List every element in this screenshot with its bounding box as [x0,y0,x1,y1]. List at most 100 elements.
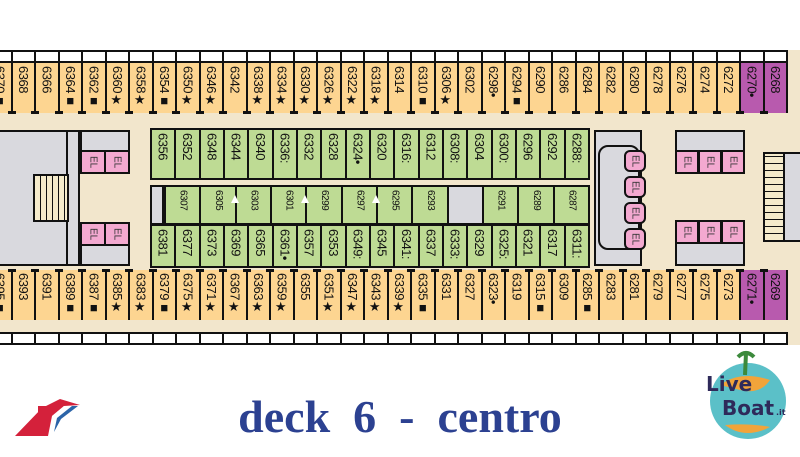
cabin-6290[interactable]: 6290 [527,63,553,113]
cabin-6375[interactable]: 6375★ [175,270,201,320]
cabin-6352[interactable]: 6352 [174,128,201,180]
cabin-6365[interactable]: 6365 [247,224,274,268]
cabin-6322[interactable]: 6322★ [339,63,365,113]
cabin-6284[interactable]: 6284 [574,63,600,113]
cabin-6341[interactable]: 6341: [393,224,420,268]
cabin-6303[interactable]: 6303 [234,185,272,225]
cabin-6316[interactable]: 6316: [393,128,420,180]
cabin-6361[interactable]: 6361• [271,224,298,268]
cabin-6353[interactable]: 6353 [320,224,347,268]
cabin-6295[interactable]: 6295 [376,185,414,225]
cabin-6323[interactable]: 6323• [480,270,506,320]
cabin-6383[interactable]: 6383★ [128,270,154,320]
cabin-6337[interactable]: 6337 [417,224,444,268]
cabin-6347[interactable]: 6347★ [339,270,365,320]
cabin-6373[interactable]: 6373 [198,224,225,268]
cabin-6333[interactable]: 6333: [442,224,469,268]
cabin-6325[interactable]: 6325: [490,224,517,268]
cabin-6276[interactable]: 6276 [668,63,694,113]
cabin-6334[interactable]: 6334★ [269,63,295,113]
cabin-6309[interactable]: 6309 [551,270,577,320]
cabin-6300[interactable]: 6300: [490,128,517,180]
cabin-6369[interactable]: 6369 [223,224,250,268]
cabin-6339[interactable]: 6339★ [386,270,412,320]
cabin-6354[interactable]: 6354■ [151,63,177,113]
cabin-6381[interactable]: 6381 [150,224,177,268]
cabin-6385[interactable]: 6385★ [104,270,130,320]
cabin-6391[interactable]: 6391 [34,270,60,320]
cabin-6327[interactable]: 6327 [457,270,483,320]
cabin-6292[interactable]: 6292 [539,128,566,180]
cabin-6315[interactable]: 6315■ [527,270,553,320]
cabin-6277[interactable]: 6277 [668,270,694,320]
cabin-6342[interactable]: 6342 [222,63,248,113]
cabin-6286[interactable]: 6286 [551,63,577,113]
cabin-6307[interactable]: 6307 [164,185,202,225]
cabin-6324[interactable]: 6324• [344,128,371,180]
cabin-6275[interactable]: 6275 [692,270,718,320]
cabin-6306[interactable]: 6306★ [433,63,459,113]
cabin-6340[interactable]: 6340 [247,128,274,180]
cabin-6298[interactable]: 6298• [480,63,506,113]
cabin-6379[interactable]: 6379■ [151,270,177,320]
cabin-6320[interactable]: 6320 [369,128,396,180]
cabin-6285[interactable]: 6285■ [574,270,600,320]
cabin-6282[interactable]: 6282 [598,63,624,113]
cabin-6359[interactable]: 6359★ [269,270,295,320]
cabin-6362[interactable]: 6362■ [81,63,107,113]
cabin-6332[interactable]: 6332 [296,128,323,180]
cabin-6321[interactable]: 6321 [515,224,542,268]
cabin-6293[interactable]: 6293 [411,185,449,225]
cabin-6291[interactable]: 6291 [482,185,520,225]
cabin-6270[interactable]: 6270• [739,63,765,113]
cabin-6331[interactable]: 6331 [433,270,459,320]
cabin-6329[interactable]: 6329 [466,224,493,268]
cabin-6358[interactable]: 6358★ [128,63,154,113]
cabin-6377[interactable]: 6377 [174,224,201,268]
cabin-6301[interactable]: 6301 [270,185,308,225]
cabin-6281[interactable]: 6281 [621,270,647,320]
cabin-6317[interactable]: 6317 [539,224,566,268]
cabin-6314[interactable]: 6314 [386,63,412,113]
cabin-6351[interactable]: 6351★ [316,270,342,320]
cabin-6312[interactable]: 6312 [417,128,444,180]
cabin-6311[interactable]: 6311: [563,224,590,268]
cabin-6268[interactable]: 6268 [762,63,788,113]
cabin-6269[interactable]: 6269 [762,270,788,320]
cabin-6294[interactable]: 6294■ [504,63,530,113]
cabin-6280[interactable]: 6280 [621,63,647,113]
cabin-6308[interactable]: 6308: [442,128,469,180]
cabin-6305[interactable]: 6305 [199,185,237,225]
cabin-6367[interactable]: 6367★ [222,270,248,320]
cabin-6366[interactable]: 6366 [34,63,60,113]
cabin-6273[interactable]: 6273 [715,270,741,320]
cabin-6274[interactable]: 6274 [692,63,718,113]
cabin-6363[interactable]: 6363★ [245,270,271,320]
cabin-6348[interactable]: 6348 [198,128,225,180]
cabin-6299[interactable]: 6299 [305,185,343,225]
cabin-6368[interactable]: 6368 [10,63,36,113]
cabin-6318[interactable]: 6318★ [363,63,389,113]
cabin-6328[interactable]: 6328 [320,128,347,180]
cabin-6283[interactable]: 6283 [598,270,624,320]
cabin-6338[interactable]: 6338★ [245,63,271,113]
cabin-6319[interactable]: 6319 [504,270,530,320]
cabin-6278[interactable]: 6278 [645,63,671,113]
cabin-6310[interactable]: 6310■ [410,63,436,113]
cabin-6304[interactable]: 6304 [466,128,493,180]
cabin-6279[interactable]: 6279 [645,270,671,320]
cabin-6350[interactable]: 6350★ [175,63,201,113]
cabin-6371[interactable]: 6371★ [198,270,224,320]
cabin-6271[interactable]: 6271• [739,270,765,320]
cabin-6336[interactable]: 6336: [271,128,298,180]
cabin-6389[interactable]: 6389■ [57,270,83,320]
cabin-6330[interactable]: 6330★ [292,63,318,113]
cabin-6387[interactable]: 6387■ [81,270,107,320]
cabin-6346[interactable]: 6346★ [198,63,224,113]
cabin-6364[interactable]: 6364■ [57,63,83,113]
cabin-6356[interactable]: 6356 [150,128,177,180]
cabin-6345[interactable]: 6345 [369,224,396,268]
cabin-6326[interactable]: 6326★ [316,63,342,113]
cabin-6393[interactable]: 6393 [10,270,36,320]
cabin-6335[interactable]: 6335■ [410,270,436,320]
